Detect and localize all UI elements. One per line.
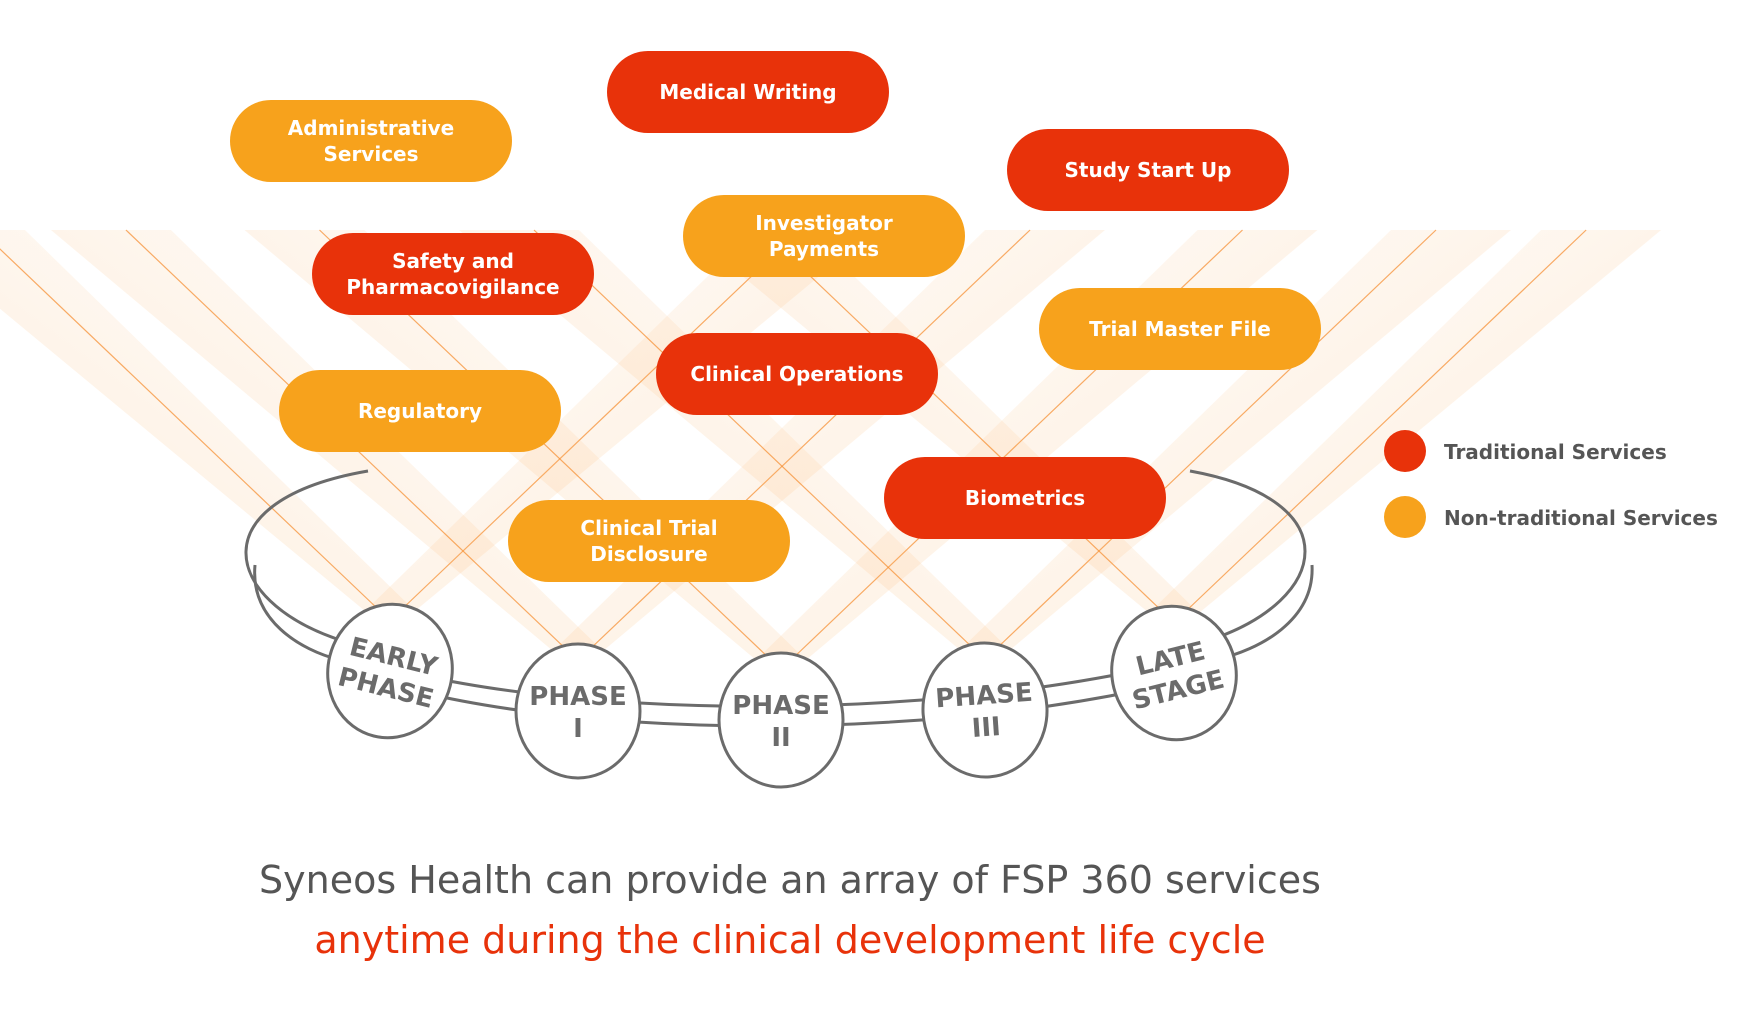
caption-line-1: Syneos Health can provide an array of FS… [259,858,1321,902]
phase-label: I [573,714,583,744]
beam-glow-left [0,230,415,611]
beam-line-left [533,229,976,651]
pill-label: Safety and [392,249,514,273]
pill-shape [607,51,889,133]
legend-non-traditional-dot [1384,496,1426,538]
legend-non-traditional-label: Non-traditional Services [1444,506,1718,530]
pill-shape [508,500,790,582]
pill-label: Regulatory [358,399,482,423]
pill-label: Trial Master File [1089,317,1271,341]
service-pill-medical-writing: Medical Writing [607,51,889,133]
pill-label: Pharmacovigilance [346,275,559,299]
beam-glow-left [459,230,1010,650]
pill-shape [656,333,938,415]
pill-label: Clinical Trial [580,516,717,540]
legend: Traditional Services Non-traditional Ser… [1384,430,1718,538]
pill-shape [683,195,965,277]
phase-circle [326,602,454,740]
pill-label: Services [323,142,418,166]
pill-shape [279,370,561,452]
pill-shape [312,233,594,315]
pill-shape [230,100,512,182]
pill-label: Payments [769,237,879,261]
ring-lower-left [253,564,341,662]
service-pill-trial-master-file: Trial Master File [1039,288,1321,370]
phase-circle [514,642,642,780]
pill-shape [1007,129,1289,211]
pill-label: Disclosure [590,542,707,566]
pill-label: Administrative [288,116,454,140]
service-pills: Medical WritingAdministrativeServicesStu… [230,51,1321,582]
service-pill-study-start-up: Study Start Up [1007,129,1289,211]
beam-glow-right [365,230,876,611]
phase-circle [1110,604,1238,742]
phase-circle [717,651,845,789]
pill-label: Clinical Operations [690,362,903,386]
pill-shape [1039,288,1321,370]
pill-label: Biometrics [965,486,1085,510]
caption: Syneos Health can provide an array of FS… [259,858,1321,962]
service-pill-clinical-operations: Clinical Operations [656,333,938,415]
beam-line-left [761,229,1165,614]
service-pill-biometrics: Biometrics [884,457,1166,539]
phase-circle [921,641,1049,779]
ring-back-right [1189,469,1307,642]
legend-traditional-dot [1384,430,1426,472]
ring-back-left [244,469,369,642]
phase-label: PHASE [732,691,829,721]
pill-label: Investigator [755,211,893,235]
phase-label: II [771,723,790,753]
legend-traditional-label: Traditional Services [1444,440,1667,464]
light-beams [0,229,1662,661]
caption-line-2: anytime during the clinical development … [314,918,1265,962]
beam-glow-right [1149,230,1662,613]
phase-label: PHASE [934,678,1033,715]
pill-shape [884,457,1166,539]
beam-line-right [1183,229,1587,614]
beam-line-right [994,229,1437,651]
phase-label: III [971,712,1002,744]
pill-label: Medical Writing [659,80,836,104]
phase-label: PHASE [529,682,626,712]
service-pill-regulatory: Regulatory [279,370,561,452]
pill-label: Study Start Up [1065,158,1232,182]
beam-line-left [0,248,381,612]
